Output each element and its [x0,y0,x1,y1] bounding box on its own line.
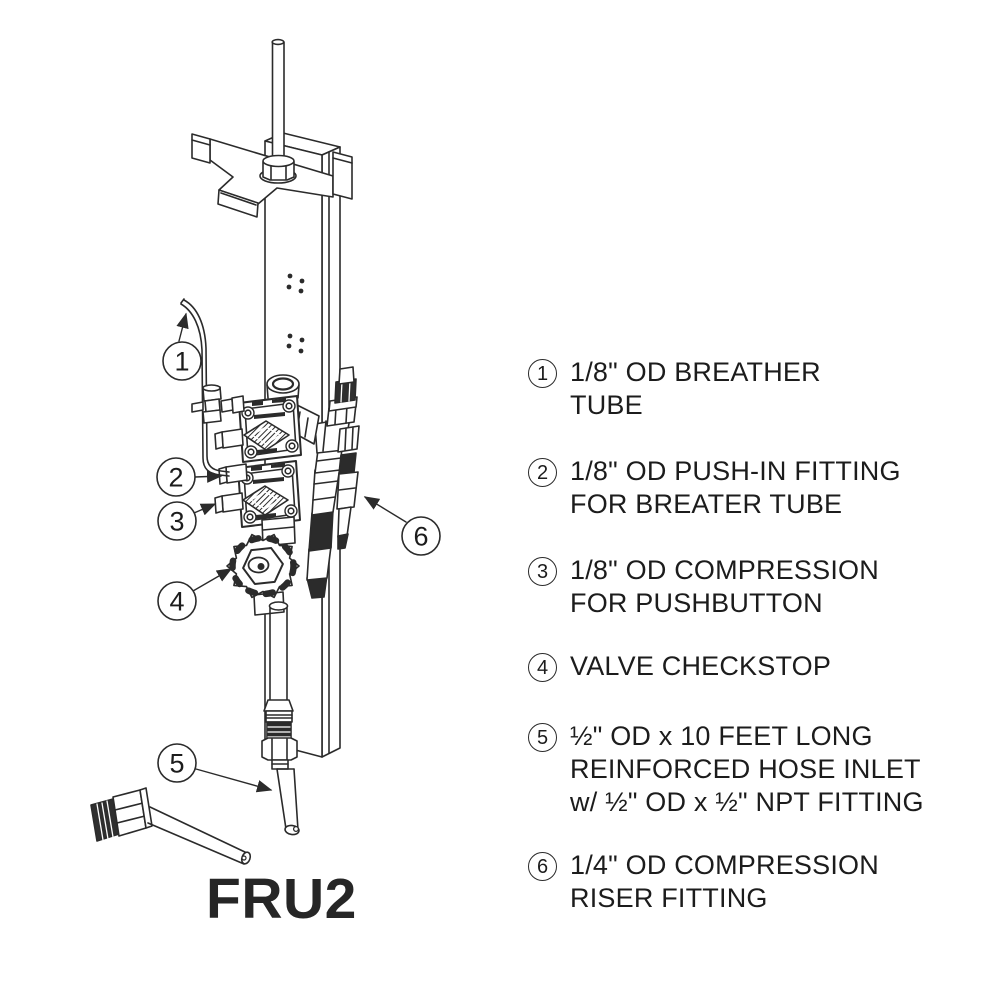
checkstop-handwheel [226,533,300,599]
leader-4 [192,568,233,592]
legend-badge-5: 5 [528,723,557,752]
compression-riser-fitting [336,425,360,550]
legend-line: 1/4" OD COMPRESSION [570,850,879,880]
leader-2 [194,470,223,483]
callout-4: 4 [157,581,197,621]
callout-4-number: 4 [169,587,184,617]
legend-text-3: 1/8" OD COMPRESSION FOR PUSHBUTTON [570,554,879,620]
callout-2-number: 2 [168,463,183,493]
legend-badge-2: 2 [528,458,557,487]
legend: 1 1/8" OD BREATHER TUBE 2 1/8" OD PUSH-I… [528,0,978,1000]
legend-line: TUBE [570,390,643,420]
legend-item-6: 6 1/4" OD COMPRESSION RISER FITTING [528,849,879,915]
callout-3-number: 3 [169,507,184,537]
legend-line: ½" OD x 10 FEET LONG [570,721,873,751]
legend-text-1: 1/8" OD BREATHER TUBE [570,356,821,422]
legend-line: 1/8" OD PUSH-IN FITTING [570,456,901,486]
callout-6-number: 6 [413,522,428,552]
callout-3: 3 [157,501,197,541]
leader-lines [176,312,407,793]
legend-badge-4: 4 [528,653,557,682]
callout-6: 6 [401,516,441,556]
supply-pipe [253,591,298,770]
legend-text-6: 1/4" OD COMPRESSION RISER FITTING [570,849,879,915]
valve-body-lower [237,460,301,528]
riser-rod [259,38,297,184]
legend-item-4: 4 VALVE CHECKSTOP [528,650,831,683]
model-title: FRU2 [206,867,357,931]
legend-badge-6: 6 [528,852,557,881]
legend-line: 1/8" OD COMPRESSION [570,555,879,585]
callout-5: 5 [157,743,197,783]
leader-6 [363,496,407,523]
tube-inline-fitting [191,384,245,424]
reinforced-hose [276,768,300,836]
valve-body-upper [238,395,302,463]
port-boss [266,374,300,399]
legend-item-1: 1 1/8" OD BREATHER TUBE [528,356,821,422]
legend-line: REINFORCED HOSE INLET [570,754,921,784]
leader-5 [195,768,273,793]
callout-1-number: 1 [174,347,189,377]
callout-balloons: 1 2 3 4 5 6 [156,341,441,783]
legend-badge-1: 1 [528,359,557,388]
legend-text-4: VALVE CHECKSTOP [570,650,831,683]
leader-3 [193,503,217,516]
legend-line: 1/8" OD BREATHER [570,357,821,387]
legend-badge-3: 3 [528,557,557,586]
legend-item-3: 3 1/8" OD COMPRESSION FOR PUSHBUTTON [528,554,879,620]
riser-assembly [306,366,358,599]
legend-line: VALVE CHECKSTOP [570,651,832,681]
npt-fitting [90,787,252,865]
legend-text-2: 1/8" OD PUSH-IN FITTING FOR BREATER TUBE [570,455,901,521]
leader-1 [176,312,189,342]
rail-mounting-holes [286,273,305,354]
callout-5-number: 5 [169,749,184,779]
legend-line: FOR BREATER TUBE [570,489,843,519]
legend-line: RISER FITTING [570,883,768,913]
legend-text-5: ½" OD x 10 FEET LONG REINFORCED HOSE INL… [570,720,924,819]
legend-line: w/ ½" OD x ½" NPT FITTING [570,787,924,817]
legend-line: FOR PUSHBUTTON [570,588,823,618]
legend-item-2: 2 1/8" OD PUSH-IN FITTING FOR BREATER TU… [528,455,901,521]
legend-item-5: 5 ½" OD x 10 FEET LONG REINFORCED HOSE I… [528,720,924,819]
callout-2: 2 [156,457,196,497]
valve-side-fittings [214,428,248,514]
callout-1: 1 [162,341,202,381]
